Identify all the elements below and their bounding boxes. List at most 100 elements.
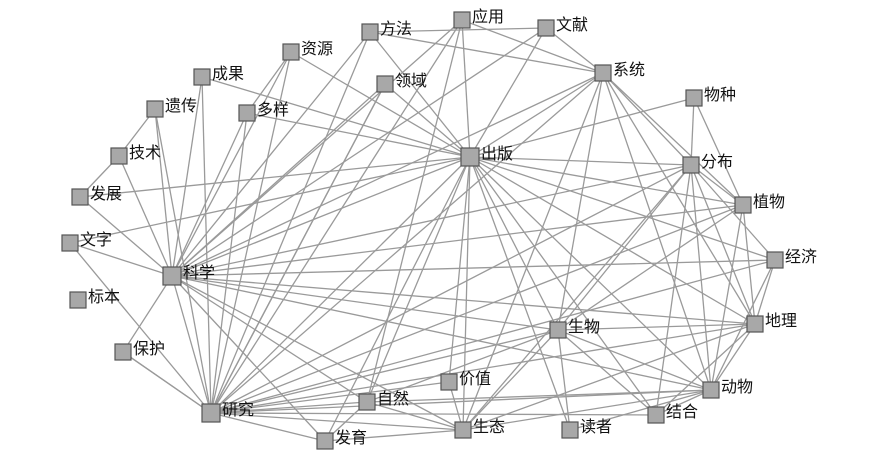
edge-chuban-dongwu — [469, 156, 712, 391]
node-square[interactable] — [69, 291, 87, 309]
node-ziran[interactable]: 自然 — [358, 389, 409, 411]
edge-dili-jiehe — [655, 323, 756, 416]
node-square[interactable] — [193, 68, 211, 86]
node-ziyuan[interactable]: 资源 — [282, 39, 333, 61]
node-dili[interactable]: 地理 — [746, 311, 797, 333]
node-square[interactable] — [766, 251, 784, 269]
edge-yanjiu-shengwu — [210, 329, 559, 414]
node-square[interactable] — [561, 421, 579, 439]
node-dongwu[interactable]: 动物 — [702, 377, 753, 399]
edge-yanjiu-fenbu — [210, 164, 692, 414]
node-square[interactable] — [146, 100, 164, 118]
node-square[interactable] — [61, 234, 79, 252]
node-duoyang[interactable]: 多样 — [238, 100, 289, 122]
node-label: 方法 — [380, 19, 412, 38]
node-square[interactable] — [453, 11, 471, 29]
node-wuzhong[interactable]: 物种 — [685, 85, 736, 107]
edge-kexue-dili — [171, 275, 756, 325]
node-square[interactable] — [376, 75, 394, 93]
node-shengtai[interactable]: 生态 — [454, 417, 505, 439]
node-yingyong[interactable]: 应用 — [453, 7, 504, 29]
node-square[interactable] — [647, 406, 665, 424]
edge-kexue-jishu — [118, 155, 173, 277]
node-biaoben[interactable]: 标本 — [69, 287, 120, 309]
node-jiehe[interactable]: 结合 — [647, 402, 698, 424]
edge-dongwu-jingji — [710, 259, 776, 391]
edge-xitong-shengwu — [557, 72, 604, 331]
node-fazhan[interactable]: 发展 — [71, 184, 122, 206]
node-shengwu[interactable]: 生物 — [549, 317, 600, 339]
node-label: 标本 — [88, 287, 120, 306]
edge-shengwu-dongwu — [557, 329, 712, 391]
node-square[interactable] — [114, 343, 132, 361]
node-square[interactable] — [537, 19, 555, 37]
node-square[interactable] — [440, 373, 458, 391]
edge-yichuan-kexue — [154, 108, 173, 277]
node-square[interactable] — [734, 196, 752, 214]
node-yichuan[interactable]: 遗传 — [146, 96, 197, 118]
node-square[interactable] — [702, 381, 720, 399]
node-square[interactable] — [316, 432, 334, 450]
node-square[interactable] — [594, 64, 612, 82]
node-jiazhi[interactable]: 价值 — [440, 369, 491, 391]
edge-chuban-jingji — [469, 156, 776, 261]
node-square[interactable] — [238, 104, 256, 122]
node-lingyu[interactable]: 领域 — [376, 71, 427, 93]
edge-wenxian-fangfa — [369, 27, 547, 33]
node-square[interactable] — [460, 147, 480, 167]
node-baohu[interactable]: 保护 — [114, 339, 165, 361]
edge-dili-dongwu — [710, 323, 756, 391]
node-kexue[interactable]: 科学 — [162, 263, 215, 286]
edge-chuban-fangfa — [369, 31, 471, 158]
edge-yanjiu-ziyuan — [210, 51, 292, 414]
edge-chuban-dili — [469, 156, 756, 325]
node-label: 科学 — [183, 263, 215, 282]
node-square[interactable] — [746, 315, 764, 333]
node-square[interactable] — [358, 393, 376, 411]
node-square[interactable] — [361, 23, 379, 41]
edge-yingyong-ziran — [366, 19, 463, 403]
node-label: 自然 — [377, 389, 409, 408]
node-square[interactable] — [201, 403, 221, 423]
edge-kexue-zhiwu — [171, 204, 744, 277]
edge-yanjiu-duoyang — [210, 112, 248, 414]
node-square[interactable] — [110, 147, 128, 165]
node-square[interactable] — [682, 156, 700, 174]
node-label: 文献 — [556, 15, 588, 34]
node-duzhe[interactable]: 读者 — [561, 417, 612, 439]
edge-kexue-fenbu — [171, 164, 692, 277]
node-wenxian[interactable]: 文献 — [537, 15, 588, 37]
node-jishu[interactable]: 技术 — [110, 143, 161, 165]
node-square[interactable] — [685, 89, 703, 107]
edge-fenbu-shengtai — [462, 164, 692, 431]
node-chuban[interactable]: 出版 — [460, 144, 513, 167]
edge-chuban-kexue — [171, 156, 471, 277]
edge-xitong-zhiwu — [602, 72, 744, 206]
node-xitong[interactable]: 系统 — [594, 60, 645, 82]
edge-xitong-dongwu — [602, 72, 712, 391]
node-square[interactable] — [162, 266, 182, 286]
node-square[interactable] — [71, 188, 89, 206]
edge-chuban-shengwu — [469, 156, 559, 331]
node-label: 生态 — [473, 417, 505, 436]
node-wenzi[interactable]: 文字 — [61, 230, 112, 252]
node-zhiwu[interactable]: 植物 — [734, 192, 785, 214]
node-jingji[interactable]: 经济 — [766, 247, 817, 269]
node-square[interactable] — [454, 421, 472, 439]
node-square[interactable] — [282, 43, 300, 61]
edge-chuban-ziyuan — [290, 51, 471, 158]
node-label: 发育 — [335, 428, 367, 447]
node-fangfa[interactable]: 方法 — [361, 19, 412, 41]
node-chengguo[interactable]: 成果 — [193, 64, 244, 86]
edge-yanjiu-ziran — [210, 401, 368, 414]
node-label: 发展 — [90, 184, 122, 203]
node-yanjiu[interactable]: 研究 — [201, 400, 254, 423]
edge-yanjiu-dili — [210, 323, 756, 414]
edge-fenbu-zhiwu — [690, 164, 744, 206]
edge-yanjiu-yichuan — [154, 108, 212, 414]
node-fayu[interactable]: 发育 — [316, 428, 367, 450]
node-square[interactable] — [549, 321, 567, 339]
node-fenbu[interactable]: 分布 — [682, 152, 733, 174]
